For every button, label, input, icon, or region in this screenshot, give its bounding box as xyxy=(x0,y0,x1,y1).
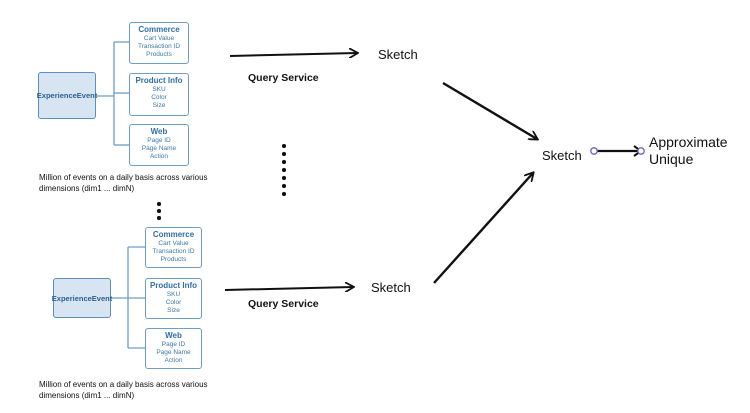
experience-event-node-2: ExperienceEvent xyxy=(51,278,113,318)
merged-sketch-label: Sketch xyxy=(542,148,582,163)
commerce-node-1: Commerce Cart Value Transaction ID Produ… xyxy=(129,22,189,64)
connector-end-node xyxy=(637,147,645,155)
experience-event-label-2: ExperienceEvent xyxy=(51,293,113,303)
events-caption-2: Million of events on a daily basis acros… xyxy=(39,380,208,400)
result-line-2: Unique xyxy=(649,151,694,167)
events-caption-1: Million of events on a daily basis acros… xyxy=(39,173,208,193)
field-label: Products xyxy=(146,51,172,58)
connector-start-node xyxy=(590,147,598,155)
field-label: Page Name xyxy=(141,145,177,152)
field-label: Page ID xyxy=(161,341,186,348)
commerce-node-2: Commerce Cart Value Transaction ID Produ… xyxy=(145,227,202,268)
web-node-2: Web Page ID Page Name Action xyxy=(145,328,202,369)
experience-event-label-1: ExperienceEvent xyxy=(36,91,98,100)
tree-connectors-group-2 xyxy=(111,246,145,349)
field-label: Transaction ID xyxy=(137,43,181,50)
approximate-unique-label: Approximate Unique xyxy=(649,134,750,168)
query-service-label-1: Query Service xyxy=(248,72,319,84)
field-label: Page Name xyxy=(156,349,191,356)
sketch-label-2: Sketch xyxy=(371,280,411,295)
field-label: SKU xyxy=(152,86,166,93)
experience-event-node-1: ExperienceEvent xyxy=(36,72,98,119)
tree-connectors-group-1 xyxy=(96,41,129,146)
field-label: SKU xyxy=(166,291,181,298)
sketch-label-1: Sketch xyxy=(378,47,418,62)
category-title: Product Info xyxy=(149,281,198,290)
field-label: Action xyxy=(164,357,183,364)
category-title: Commerce xyxy=(138,25,180,34)
web-node-1: Web Page ID Page Name Action xyxy=(129,124,189,166)
field-label: Color xyxy=(151,94,167,101)
field-label: Action xyxy=(149,153,169,160)
field-label: Size xyxy=(152,102,166,109)
query-service-label-2: Query Service xyxy=(248,298,319,310)
field-label: Page ID xyxy=(147,137,171,144)
arrow-bottom-to-sketch xyxy=(224,287,353,290)
field-label: Size xyxy=(167,307,180,314)
field-label: Cart Value xyxy=(158,240,189,247)
field-label: Color xyxy=(165,299,182,306)
category-title: Web xyxy=(165,331,182,340)
category-title: Product Info xyxy=(135,76,183,85)
product-info-node-2: Product Info SKU Color Size xyxy=(145,278,202,319)
field-label: Transaction ID xyxy=(152,248,195,255)
field-label: Cart Value xyxy=(143,35,175,42)
arrow-top-sketch-to-merge xyxy=(442,81,537,139)
result-line-1: Approximate xyxy=(649,134,728,150)
category-title: Web xyxy=(150,127,168,136)
field-label: Products xyxy=(160,256,187,263)
arrow-bottom-sketch-to-merge xyxy=(433,173,533,284)
product-info-node-1: Product Info SKU Color Size xyxy=(129,73,189,116)
category-title: Commerce xyxy=(152,230,195,239)
arrow-top-to-sketch xyxy=(229,53,357,56)
